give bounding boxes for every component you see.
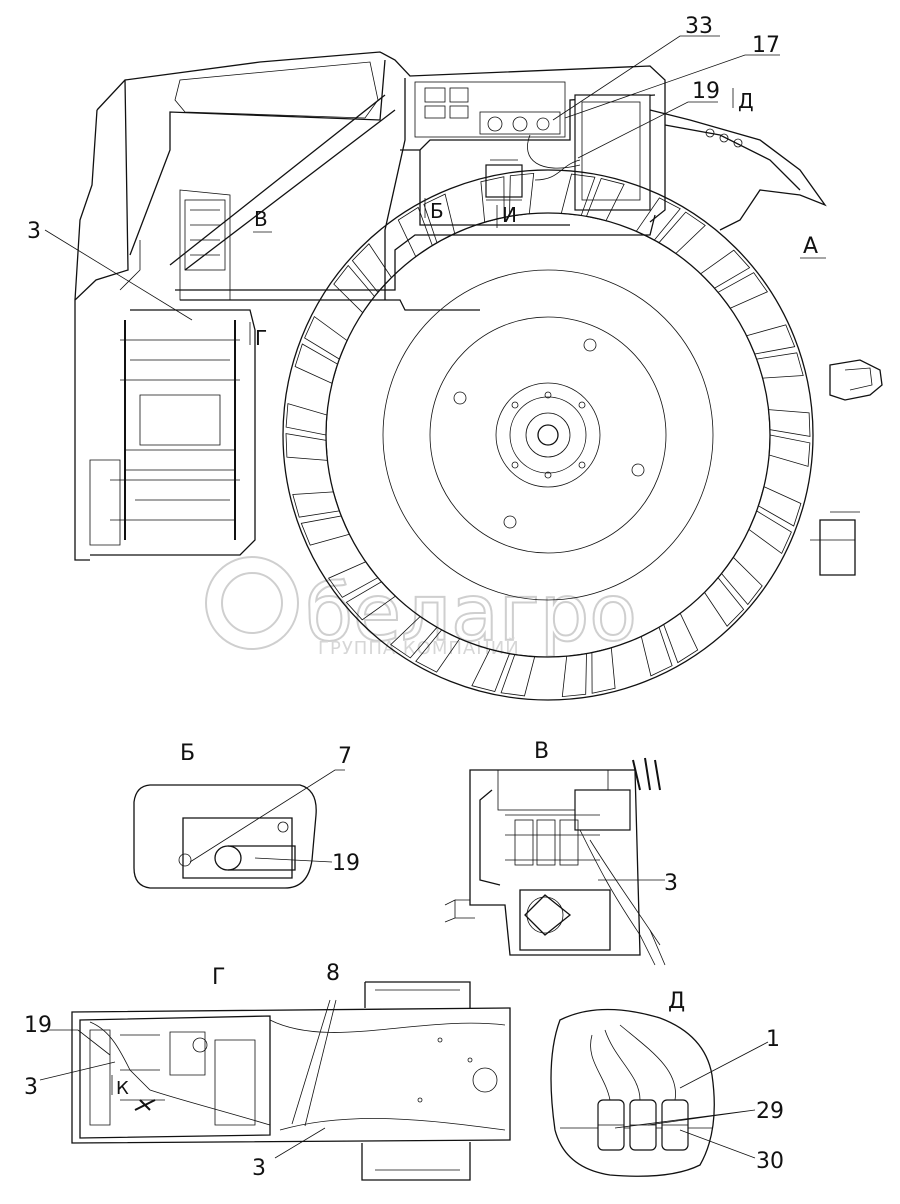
tire-lug xyxy=(756,352,804,379)
leader-19g xyxy=(47,1029,111,1056)
tire-lug xyxy=(717,272,769,309)
watermark-logo-outer xyxy=(205,556,299,650)
tire-lug xyxy=(471,648,511,692)
label-b: Б xyxy=(430,199,444,223)
leader-8a xyxy=(291,999,331,1125)
tire-lug xyxy=(285,433,328,461)
main-view-callouts: 33 17 19 Д В 3 Б И А Г xyxy=(27,14,826,350)
view-g-title: Г xyxy=(212,965,225,990)
tire-lug xyxy=(415,629,461,673)
label-19b: 19 xyxy=(332,851,360,876)
tire-lug xyxy=(500,654,536,697)
tire-lug xyxy=(640,626,673,677)
label-3g-left: 3 xyxy=(24,1075,38,1100)
view-b: Б 7 19 xyxy=(133,741,360,889)
label-29: 29 xyxy=(756,1099,784,1124)
label-1: 1 xyxy=(766,1027,780,1052)
tire-lug xyxy=(345,581,397,621)
main-view xyxy=(74,51,883,701)
leader-29 xyxy=(614,1109,756,1129)
leader-19b xyxy=(254,857,333,863)
label-3g-bottom: 3 xyxy=(252,1156,266,1181)
tire-lug xyxy=(757,486,802,527)
label-i: И xyxy=(502,203,517,227)
label-7: 7 xyxy=(338,744,352,769)
watermark-logo-inner xyxy=(221,572,283,634)
label-8: 8 xyxy=(326,961,340,986)
tire-lug xyxy=(300,515,350,546)
tire-lug xyxy=(509,172,535,217)
rear-wheel-tire xyxy=(282,169,814,701)
tire-lug xyxy=(390,615,438,659)
label-3: 3 xyxy=(27,219,41,244)
label-17: 17 xyxy=(752,33,780,58)
leader-3 xyxy=(44,229,193,321)
tire-lug xyxy=(560,173,596,216)
label-v: В xyxy=(254,207,268,231)
leader-8b xyxy=(304,999,337,1127)
tire-lug xyxy=(351,243,393,293)
tire-lug xyxy=(699,249,751,289)
leader-3g-left xyxy=(39,1061,116,1081)
label-d: Д xyxy=(738,89,754,113)
tire-lug xyxy=(480,176,505,223)
leader-19 xyxy=(577,101,718,159)
watermark-brand: белагро xyxy=(305,569,637,659)
tire-lug xyxy=(746,324,796,355)
tire-lug xyxy=(294,343,339,384)
leader-1 xyxy=(679,1041,769,1089)
tire-lug xyxy=(748,510,792,555)
label-k: К xyxy=(116,1078,129,1099)
view-v-title: В xyxy=(534,739,549,764)
tire-lug xyxy=(768,434,811,467)
tire-lug xyxy=(635,197,681,241)
view-g: Г 8 19 3 К 3 xyxy=(24,961,511,1181)
tire-lug xyxy=(720,556,763,606)
label-a: А xyxy=(803,234,818,259)
tire-lug xyxy=(703,577,745,627)
watermark: белагро ГРУППА КОМПАНИЙ xyxy=(205,556,638,660)
view-d: Д 1 29 30 xyxy=(550,989,784,1177)
tire-lug xyxy=(423,193,456,244)
tire-lug xyxy=(327,561,379,598)
tire-lug xyxy=(658,211,706,255)
tire-lug xyxy=(663,612,699,664)
label-3v: 3 xyxy=(664,871,678,896)
tire-lug xyxy=(585,178,625,222)
tire-lug xyxy=(397,206,433,258)
leader-33 xyxy=(552,35,720,121)
leader-17 xyxy=(564,54,780,119)
label-30: 30 xyxy=(756,1149,784,1174)
label-19: 19 xyxy=(692,79,720,104)
leader-7 xyxy=(189,769,345,863)
tire-lug xyxy=(768,409,811,437)
tire-lug xyxy=(292,491,340,518)
tire-lug xyxy=(285,403,328,436)
label-19g: 19 xyxy=(24,1013,52,1038)
view-v: В 3 xyxy=(444,739,678,966)
tire-lug xyxy=(591,647,616,694)
view-b-title: Б xyxy=(180,741,195,766)
label-g: Г xyxy=(255,326,267,350)
view-d-title: Д xyxy=(668,989,685,1014)
leader-3g-bottom xyxy=(274,1127,326,1159)
tire-lug xyxy=(304,315,348,360)
label-33: 33 xyxy=(685,14,713,39)
leader-30 xyxy=(679,1129,756,1159)
tire-lug xyxy=(333,264,376,314)
tire-lug xyxy=(561,653,587,698)
